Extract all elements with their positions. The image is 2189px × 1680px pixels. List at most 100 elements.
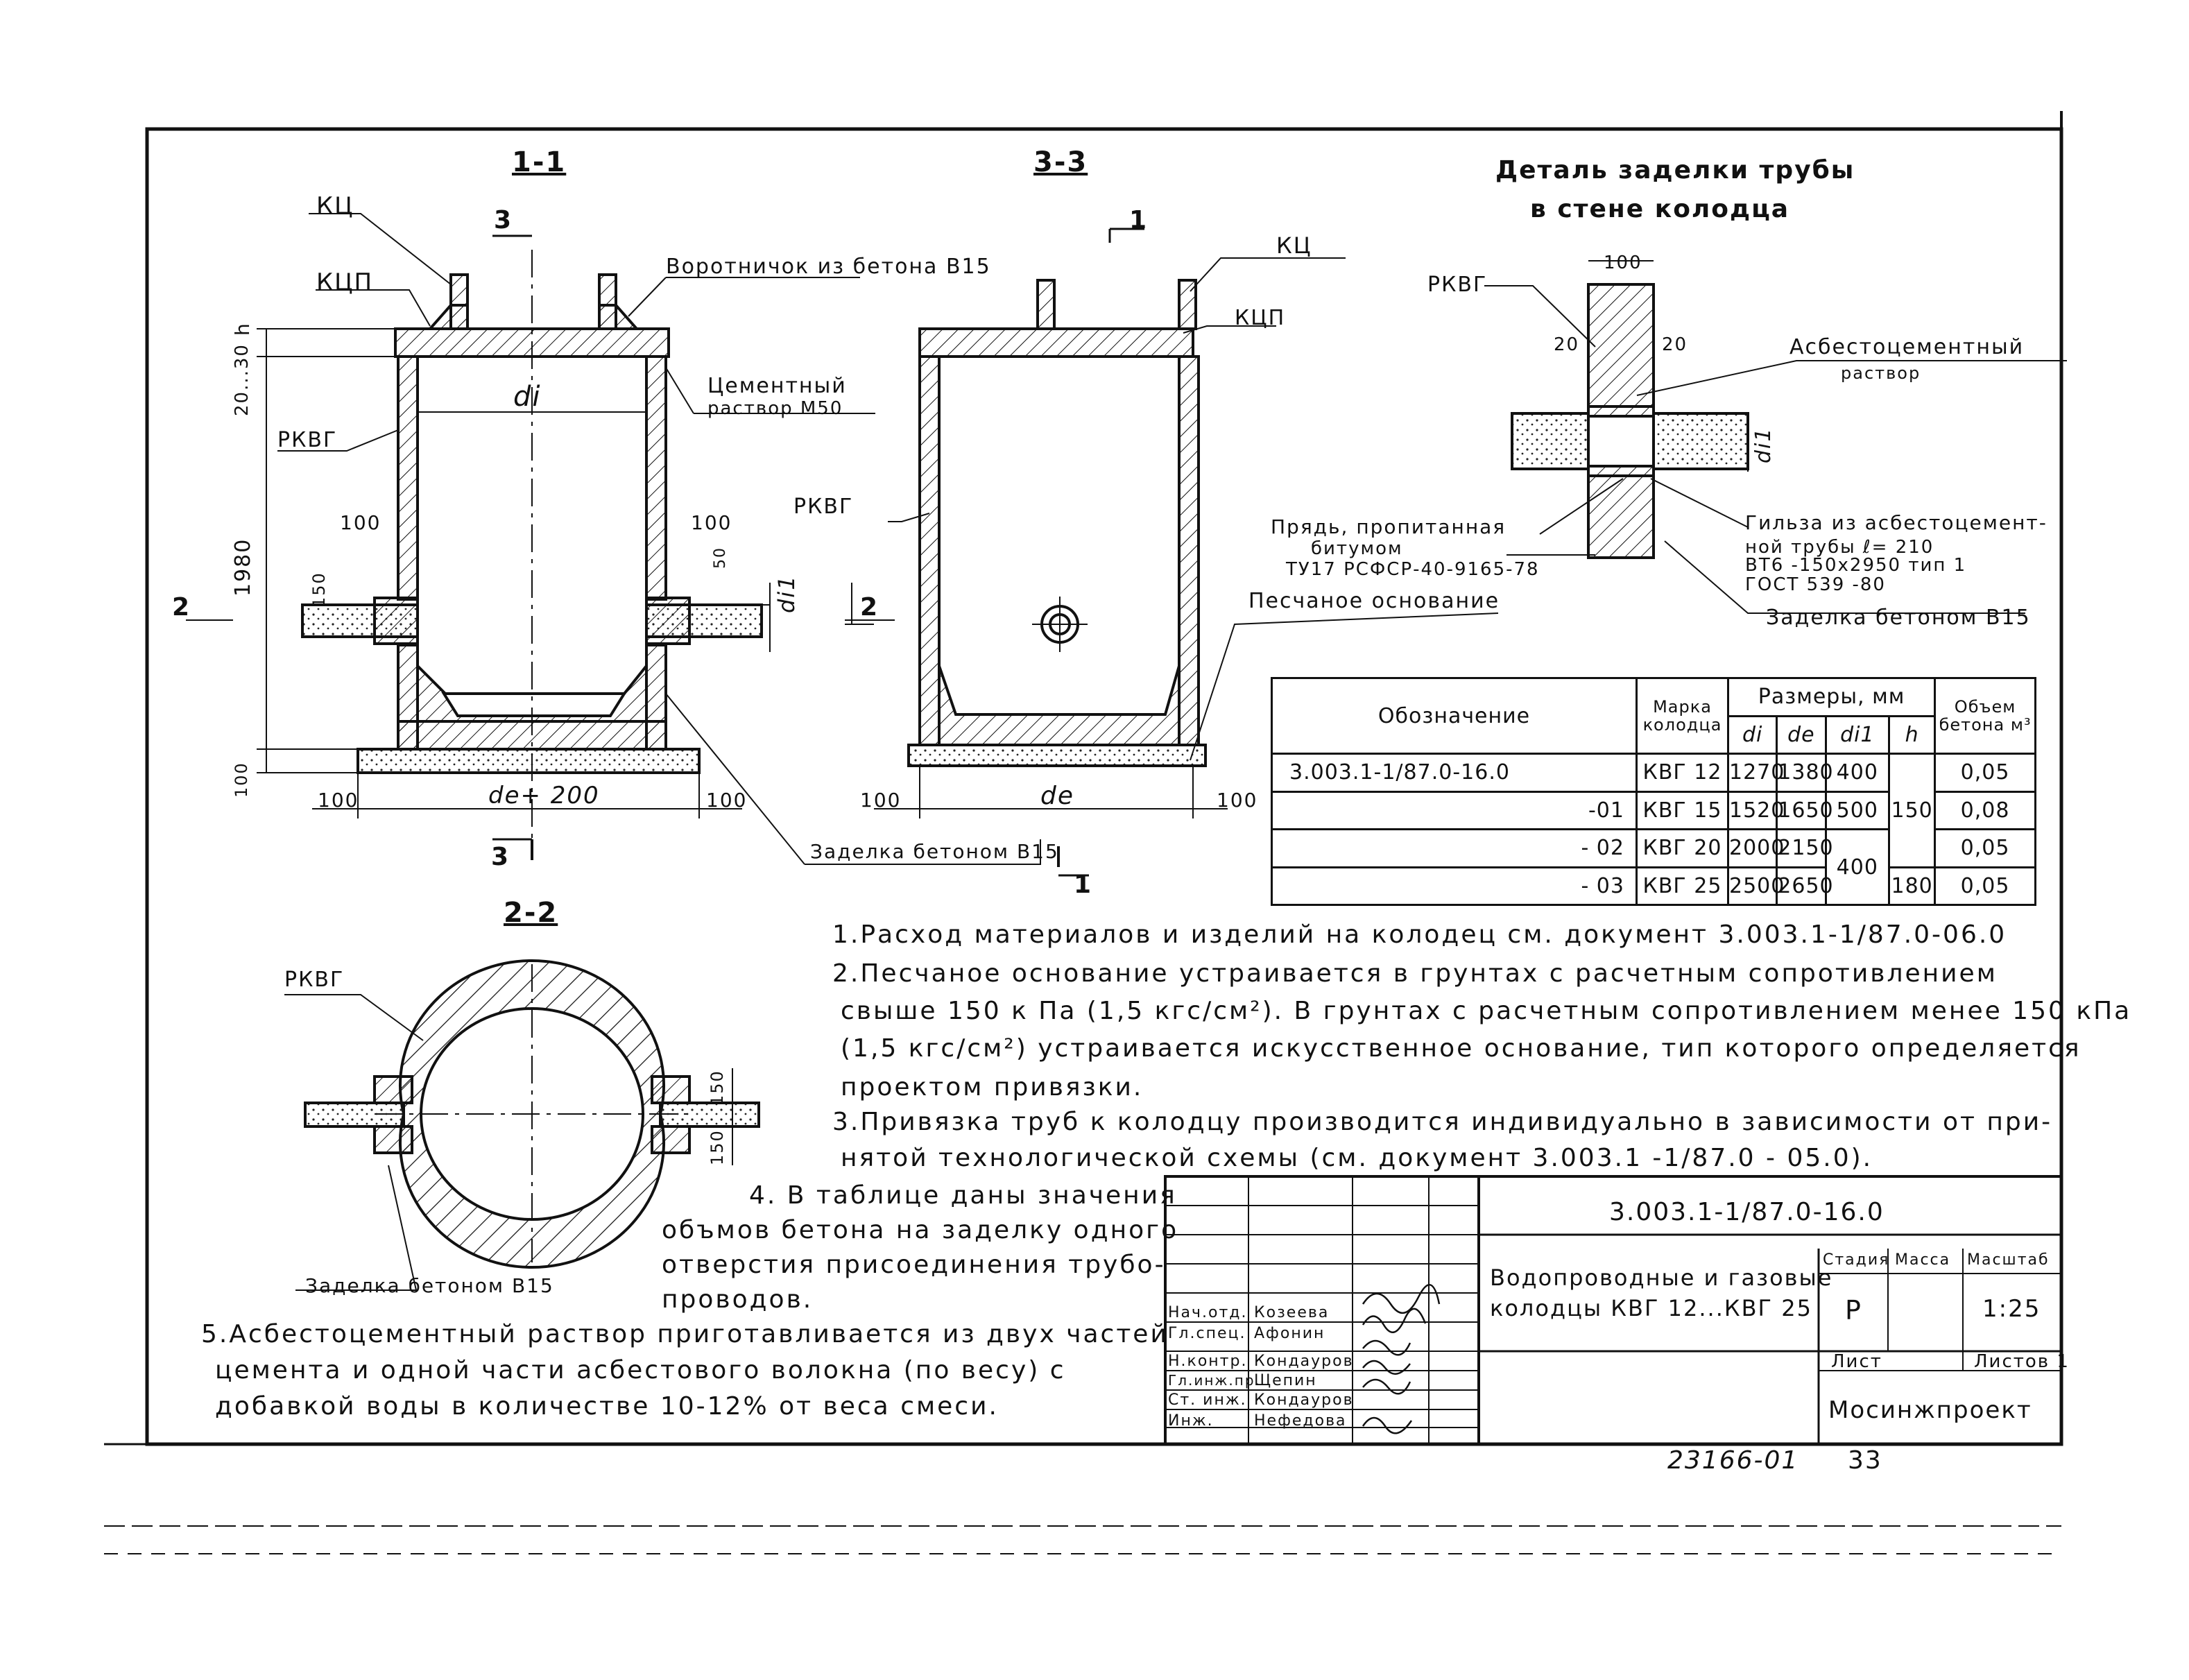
cell-h-last: 180 xyxy=(1888,866,1937,906)
stamp-role: Ст. инж. xyxy=(1168,1391,1247,1409)
cell-h-merged: 150 xyxy=(1888,753,1937,868)
note-1: 1.Расход материалов и изделий на колодец… xyxy=(832,920,2007,949)
stamp-scale-header: Масштаб xyxy=(1967,1251,2050,1269)
cell-designation: - 03 xyxy=(1271,866,1638,906)
dim-150-22b: 150 xyxy=(707,1129,727,1165)
stamp-name: Козеева xyxy=(1254,1304,1330,1321)
dim-100-d: 100 xyxy=(1217,789,1258,812)
stamp-role: Нач.отд. xyxy=(1168,1304,1248,1321)
stamp-scale-value: 1:25 xyxy=(1982,1295,2041,1323)
th-mark: Марка колодца xyxy=(1635,677,1730,755)
detail-sleeve-1: Гильза из асбестоцемент- xyxy=(1745,511,2048,534)
cell-de: 1380 xyxy=(1776,753,1833,793)
dim-100-left: 100 xyxy=(318,789,359,812)
detail-strand-1: Прядь, пропитанная xyxy=(1271,515,1506,538)
stamp-sheets-header: Листов 1 xyxy=(1974,1351,2070,1372)
th-de: de xyxy=(1776,714,1827,755)
label-rkvg-22: РКВГ xyxy=(284,968,345,992)
dim-1980: 1980 xyxy=(231,538,255,597)
cut-3-top-label: 3 xyxy=(494,206,513,234)
cell-mark: КВГ 25 xyxy=(1635,866,1730,906)
dim-100-b: 100 xyxy=(691,511,732,534)
th-h: h xyxy=(1888,714,1937,755)
detail-asb-1: Асбестоцементный xyxy=(1789,335,2025,359)
cell-di1: 400 xyxy=(1824,753,1891,793)
note-2-line-4: проектом привязки. xyxy=(841,1073,1144,1102)
cell-volume: 0,05 xyxy=(1934,866,2036,906)
dim-de: de xyxy=(1040,782,1074,810)
stamp-role: Н.контр. xyxy=(1168,1353,1248,1370)
dim-150-22a: 150 xyxy=(707,1070,727,1106)
detail-title-2: в стене колодца xyxy=(1530,195,1790,223)
cell-di: 1520 xyxy=(1726,790,1784,830)
cell-de: 2150 xyxy=(1776,828,1833,868)
spec-table: Обозначение Марка колодца Размеры, мм Об… xyxy=(1271,677,2036,906)
label-kc-right: КЦ xyxy=(1276,232,1312,259)
cell-mark: КВГ 20 xyxy=(1635,828,1730,868)
stamp-name: Кондауров xyxy=(1254,1353,1354,1370)
section-2-2-title: 2-2 xyxy=(504,897,558,929)
detail-dim-20b: 20 xyxy=(1662,334,1688,355)
label-rkvg-mid: РКВГ xyxy=(793,495,854,519)
detail-sleeve-3: ВТ6 -150х2950 тип 1 xyxy=(1745,555,1967,576)
detail-dim-20a: 20 xyxy=(1554,334,1580,355)
label-sand-base: Песчаное основание xyxy=(1248,589,1500,613)
table-subheader-row: di de di1 h xyxy=(1272,714,2036,755)
detail-dim-di1: di1 xyxy=(1751,427,1776,463)
dim-di1: di1 xyxy=(773,574,800,613)
stamp-name: Нефедова xyxy=(1254,1412,1347,1430)
stamp-title-2: колодцы КВГ 12...КВГ 25 xyxy=(1490,1295,1812,1321)
note-3-line-2: нятой технологической схемы (см. докумен… xyxy=(841,1144,1873,1172)
note-2-line-2: свыше 150 к Па (1,5 кгс/см²). В грунтах … xyxy=(841,997,2132,1025)
cell-designation: 3.003.1-1/87.0-16.0 xyxy=(1271,753,1638,793)
table-row: -01 КВГ 15 1520 1650 500 0,08 xyxy=(1271,790,2036,830)
cell-di1-merged: 400 xyxy=(1824,828,1891,906)
note-4-line-3: отверстия присоединения трубо- xyxy=(662,1251,1166,1279)
inventory-number: 23166-01 xyxy=(1667,1446,1799,1475)
detail-sleeve-4: ГОСТ 539 -80 xyxy=(1745,574,1886,595)
cell-volume: 0,05 xyxy=(1934,753,2036,793)
cell-di: 2000 xyxy=(1726,828,1784,868)
stamp-name: Щепин xyxy=(1254,1372,1317,1389)
th-di1: di1 xyxy=(1824,714,1891,755)
section-1-1-drawing xyxy=(186,213,895,860)
label-cement-2: раствор М50 xyxy=(707,398,843,419)
dim-150-a: 150 xyxy=(309,572,329,608)
detail-drawing xyxy=(1484,260,2067,614)
cut-2-left-label: 2 xyxy=(172,593,191,622)
note-4-line-1: 4. В таблице даны значения xyxy=(749,1181,1177,1210)
table-header-row: Обозначение Марка колодца Размеры, мм Об… xyxy=(1271,677,2036,755)
stamp-role: Гл.спец. xyxy=(1168,1325,1246,1342)
section-3-3-drawing xyxy=(665,228,1499,877)
cell-volume: 0,05 xyxy=(1934,828,2036,868)
label-collar: Воротничок из бетона В15 xyxy=(666,255,991,279)
cell-designation: - 02 xyxy=(1271,828,1638,868)
cell-mark: КВГ 12 xyxy=(1635,753,1730,793)
stamp-title-1: Водопроводные и газовые xyxy=(1490,1265,1833,1291)
label-kcp-left: КЦП xyxy=(316,268,374,296)
dim-50: 50 xyxy=(712,547,729,569)
stamp-role: Инж. xyxy=(1168,1412,1214,1430)
cut-1-top-label: 1 xyxy=(1129,206,1149,234)
detail-asb-2: раствор xyxy=(1841,363,1921,383)
title-block xyxy=(1164,1175,2063,1446)
stamp-name: Кондауров xyxy=(1254,1391,1354,1409)
th-sizes: Размеры, мм xyxy=(1726,677,1937,717)
cut-2-right-label: 2 xyxy=(860,593,879,622)
detail-dim-100: 100 xyxy=(1604,252,1642,273)
cell-di1: 500 xyxy=(1824,790,1891,830)
note-4-line-2: объмов бетона на заделку одного xyxy=(662,1216,1179,1244)
page-number: 33 xyxy=(1848,1446,1882,1475)
stamp-sheet-header: Лист xyxy=(1831,1351,1882,1372)
dim-di: di xyxy=(513,381,542,413)
dim-100-a: 100 xyxy=(340,511,381,534)
table-row: - 03 КВГ 25 2500 2650 180 0,05 xyxy=(1271,866,2036,906)
detail-seal-label: Заделка бетоном В15 xyxy=(1766,606,2031,630)
label-seal-b15-22: Заделка бетоном В15 xyxy=(305,1274,554,1297)
cell-de: 1650 xyxy=(1776,790,1833,830)
label-kcp-right: КЦП xyxy=(1235,306,1286,330)
stamp-role: Гл.инж.пр. xyxy=(1168,1372,1261,1389)
table-row: - 02 КВГ 20 2000 2150 400 0,05 xyxy=(1271,828,2036,906)
section-2-2-drawing xyxy=(284,959,760,1291)
